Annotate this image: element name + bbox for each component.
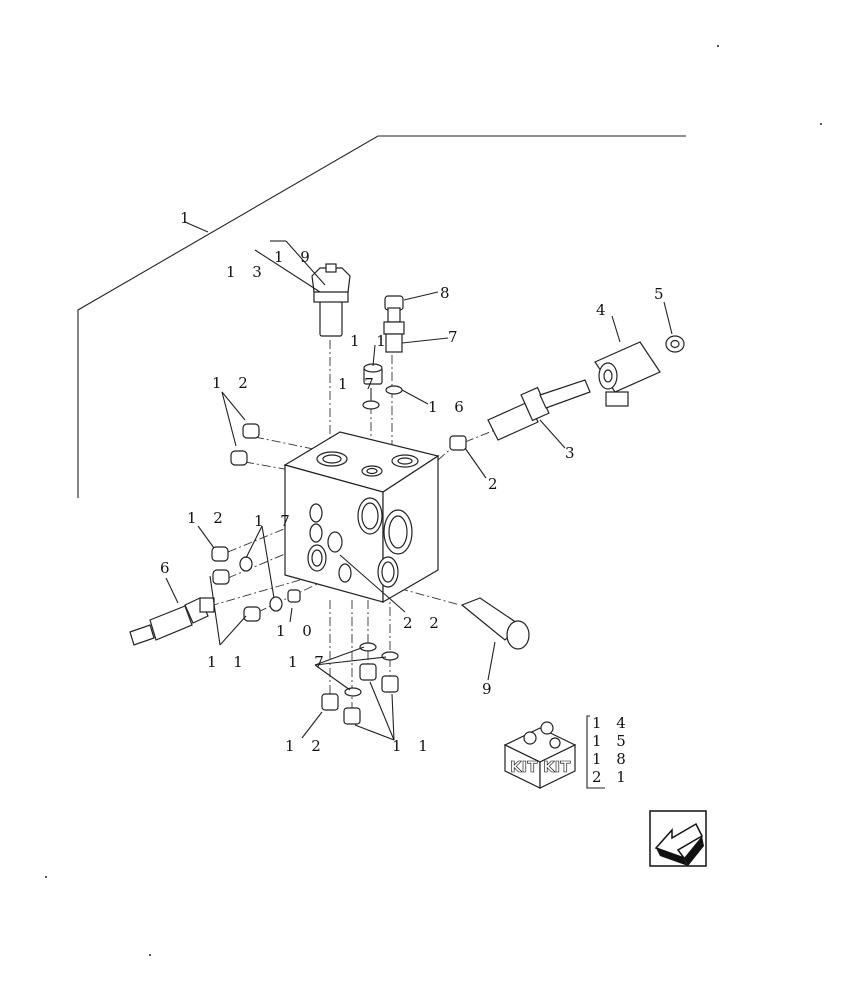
back-arrow-icon[interactable] xyxy=(649,810,707,867)
callout-7: 7 xyxy=(448,328,464,346)
solenoid-valve-group xyxy=(449,335,685,451)
plugs-upper-left xyxy=(230,423,260,466)
callout-19: 1 9 xyxy=(274,248,316,266)
callout-17-top: 1 7 xyxy=(338,375,380,393)
callout-3: 3 xyxy=(565,444,581,462)
callout-12-left: 1 2 xyxy=(187,509,229,527)
manifold-block xyxy=(283,431,440,604)
o-ring xyxy=(362,400,380,410)
kit-item-18: 1 8 xyxy=(592,750,631,768)
bottom-seal-group xyxy=(321,642,399,725)
callout-9: 9 xyxy=(482,680,498,698)
kit-item-14: 1 4 xyxy=(592,714,631,732)
callout-12-top: 1 2 xyxy=(212,374,254,392)
callout-numbers: 1 2 3 4 5 6 7 8 9 1 0 1 1 1 1 1 1 1 2 1 … xyxy=(160,209,670,755)
callout-11-bottom: 1 1 xyxy=(392,737,434,755)
o-ring xyxy=(385,385,403,395)
callout-16: 1 6 xyxy=(428,398,470,416)
kit-label-right: KIT xyxy=(543,758,571,776)
callout-6: 6 xyxy=(160,559,176,577)
callout-13: 1 3 xyxy=(226,263,268,281)
leader-lines xyxy=(165,240,673,741)
relief-valve-left xyxy=(129,597,215,646)
callout-8: 8 xyxy=(440,284,456,302)
pressure-valve-knob xyxy=(311,263,351,337)
kit-item-21: 2 1 xyxy=(592,768,631,786)
callout-22: 2 2 xyxy=(403,614,445,632)
cartridge-right xyxy=(460,597,530,650)
callout-11-left: 1 1 xyxy=(207,653,249,671)
left-seal-group xyxy=(211,546,301,622)
kit-label-left: KIT xyxy=(510,758,538,776)
kit-box: KIT KIT 1 4 1 5 1 8 2 1 xyxy=(503,714,631,789)
callout-10: 1 0 xyxy=(276,622,318,640)
callout-2: 2 xyxy=(488,475,504,493)
callout-17-bottom: 1 7 xyxy=(288,653,330,671)
callout-1: 1 xyxy=(180,209,196,227)
plug-top xyxy=(363,363,383,385)
callout-17-left: 1 7 xyxy=(254,512,296,530)
fitting-with-cap xyxy=(383,295,405,353)
callout-12-bottom: 1 2 xyxy=(285,737,327,755)
kit-item-15: 1 5 xyxy=(592,732,631,750)
callout-5: 5 xyxy=(654,285,670,303)
callout-4: 4 xyxy=(596,301,612,319)
assembly-bracket xyxy=(77,135,686,498)
callout-11-top: 1 1 xyxy=(350,332,392,350)
